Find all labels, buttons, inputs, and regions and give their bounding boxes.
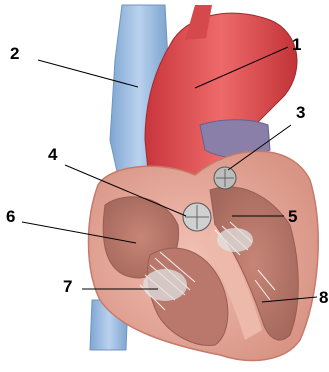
label-1: 1 [292, 36, 301, 53]
label-5: 5 [288, 208, 297, 225]
label-3: 3 [296, 104, 305, 121]
label-6: 6 [6, 208, 15, 225]
label-7: 7 [63, 278, 72, 295]
label-2: 2 [10, 45, 19, 62]
label-8: 8 [319, 289, 328, 306]
label-4: 4 [48, 146, 57, 163]
valve-middle [183, 203, 211, 231]
valve-upper [214, 167, 236, 189]
